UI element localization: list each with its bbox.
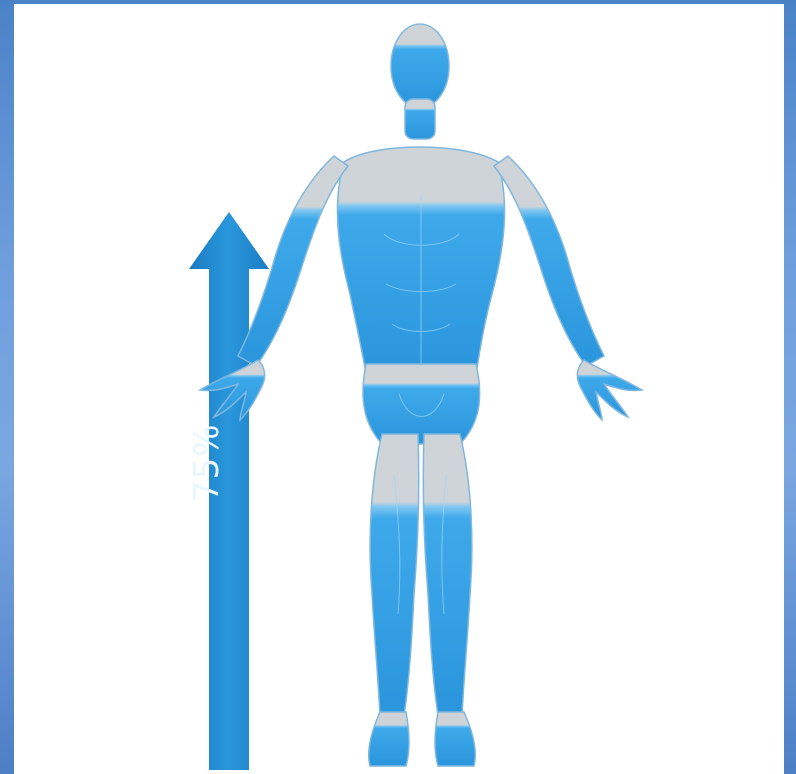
body-water-illustration bbox=[14, 4, 784, 774]
human-body-figure bbox=[200, 24, 642, 766]
water-percentage-label: 75% bbox=[187, 442, 227, 502]
infographic-panel: 75% bbox=[14, 4, 784, 774]
